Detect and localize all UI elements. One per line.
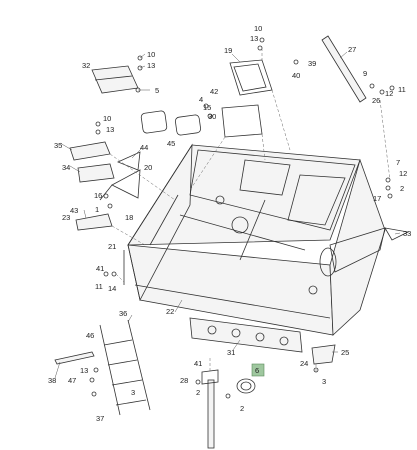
callout-10: 10 bbox=[147, 50, 155, 59]
callout-11b: 11 bbox=[95, 282, 103, 291]
callout-16: 16 bbox=[94, 191, 102, 200]
callout-6: 6 bbox=[255, 366, 259, 375]
callout-27: 27 bbox=[348, 45, 356, 54]
callout-22: 22 bbox=[166, 307, 174, 316]
callout-7: 7 bbox=[396, 158, 400, 167]
callout-42: 42 bbox=[210, 87, 218, 96]
callout-38: 38 bbox=[48, 376, 56, 385]
part-27-strip bbox=[321, 35, 367, 103]
callout-32: 32 bbox=[82, 61, 90, 70]
callout-10c: 10 bbox=[103, 114, 111, 123]
part-30-window bbox=[174, 114, 202, 136]
part-45-window bbox=[140, 110, 168, 134]
callout-9: 9 bbox=[363, 69, 367, 78]
callout-43: 43 bbox=[70, 206, 78, 215]
callout-11: 11 bbox=[398, 85, 406, 94]
callout-17: 17 bbox=[373, 194, 381, 203]
callout-39: 39 bbox=[308, 59, 316, 68]
callout-13b: 13 bbox=[250, 34, 258, 43]
callout-25: 25 bbox=[341, 348, 349, 357]
callout-23: 23 bbox=[62, 213, 70, 222]
part-35-bracket bbox=[69, 141, 111, 161]
callout-20: 20 bbox=[144, 163, 152, 172]
part-31-bar bbox=[189, 317, 303, 353]
callout-35: 35 bbox=[54, 141, 62, 150]
part-32-bracket bbox=[91, 65, 139, 94]
hardware bbox=[89, 37, 395, 399]
callout-labels: 10 13 27 32 10 13 5 19 39 40 9 12 26 11 … bbox=[48, 24, 411, 423]
part-23-plate bbox=[75, 213, 113, 231]
callout-41: 41 bbox=[96, 264, 104, 273]
callout-41b: 41 bbox=[194, 359, 202, 368]
callout-19: 19 bbox=[224, 46, 232, 55]
callout-14: 14 bbox=[108, 284, 116, 293]
part-38-rod bbox=[54, 351, 95, 365]
callout-5: 5 bbox=[155, 86, 159, 95]
part-20-plate bbox=[99, 169, 141, 201]
part-34-bracket bbox=[77, 163, 115, 183]
callout-46: 46 bbox=[86, 331, 94, 340]
callout-24: 24 bbox=[300, 359, 308, 368]
callout-26: 26 bbox=[372, 96, 380, 105]
callout-10b: 10 bbox=[254, 24, 262, 33]
callout-12: 12 bbox=[385, 89, 393, 98]
callout-34: 34 bbox=[62, 163, 70, 172]
part-33-bracket bbox=[384, 227, 410, 241]
part-42-panel bbox=[221, 104, 263, 138]
part-25-plate bbox=[311, 344, 336, 365]
callout-1: 1 bbox=[95, 205, 99, 214]
hopper-box bbox=[127, 143, 386, 336]
callout-45: 45 bbox=[167, 139, 175, 148]
callout-4: 4 bbox=[199, 95, 203, 104]
callout-36: 36 bbox=[119, 309, 127, 318]
callout-12b: 12 bbox=[399, 169, 407, 178]
callout-44: 44 bbox=[140, 143, 148, 152]
callout-33: 33 bbox=[403, 229, 411, 238]
part-44-plate bbox=[116, 151, 141, 171]
callout-13d: 13 bbox=[80, 366, 88, 375]
part-41-rod bbox=[201, 369, 219, 449]
part-36-ladder bbox=[99, 319, 151, 416]
leaders bbox=[54, 51, 401, 379]
callout-30: 30 bbox=[208, 112, 216, 121]
assembly-lines bbox=[109, 48, 391, 372]
callout-3: 3 bbox=[322, 377, 326, 386]
callout-40: 40 bbox=[292, 71, 300, 80]
callout-37: 37 bbox=[96, 414, 104, 423]
callout-2c: 2 bbox=[196, 388, 200, 397]
callout-6-highlight bbox=[251, 363, 265, 377]
callout-2b: 2 bbox=[240, 404, 244, 413]
part-19-panel bbox=[229, 59, 273, 96]
callout-2: 2 bbox=[400, 184, 404, 193]
callout-3b: 3 bbox=[131, 388, 135, 397]
part-6-cap bbox=[236, 378, 256, 394]
callout-21: 21 bbox=[108, 242, 116, 251]
callout-13c: 13 bbox=[106, 125, 114, 134]
callout-28: 28 bbox=[180, 376, 188, 385]
callout-13: 13 bbox=[147, 61, 155, 70]
callout-18: 18 bbox=[125, 213, 133, 222]
callout-31: 31 bbox=[227, 348, 235, 357]
callout-15: 15 bbox=[203, 103, 211, 112]
callout-47: 47 bbox=[68, 376, 76, 385]
